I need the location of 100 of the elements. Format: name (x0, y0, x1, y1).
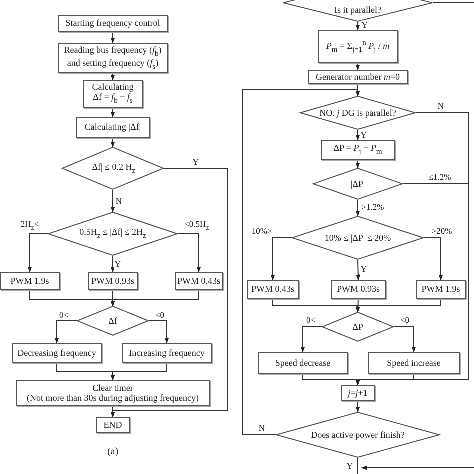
edge-label: N (258, 424, 266, 432)
arrow (110, 256, 116, 273)
step-text: PWM 0.93s (336, 284, 380, 295)
edge-label: >1.2% (360, 202, 386, 212)
process-box (58, 43, 168, 73)
arrow (110, 108, 116, 118)
arrow (394, 326, 416, 353)
step-text: j=j+1 (348, 388, 368, 398)
edge-label: N (114, 196, 124, 206)
arrow (356, 400, 360, 413)
process-box (247, 280, 299, 299)
arrow (178, 234, 202, 273)
process-box (258, 352, 348, 374)
edge-label: ≤1.2% (428, 172, 452, 182)
process-box (83, 80, 143, 108)
condition-text: Δf (108, 316, 118, 326)
step-text: Calculating |Δf| (84, 122, 142, 133)
step-text: END (104, 420, 122, 430)
condition-text: 0.5H$_{z}$ ≤ |Δf| ≤ 2H$_{z}$ (80, 227, 146, 241)
edge-label: 2H$_{z}$< (20, 220, 40, 232)
step-text: Generator number m=0 (316, 72, 400, 82)
flow-line (432, 2, 474, 4)
process-box (16, 380, 210, 406)
step-text: Speed increase (387, 358, 441, 368)
arrow (356, 62, 360, 71)
process-box (331, 280, 386, 299)
step-text: PWM 1.9s (422, 284, 460, 295)
edge-label: <0 (399, 316, 411, 324)
step-text: Speed decrease (275, 358, 331, 368)
step-text: Starting frequency control (66, 18, 160, 29)
edge-label: >20% (430, 226, 454, 236)
arrow (300, 326, 322, 353)
process-box (96, 417, 130, 433)
condition-text: |Δf| ≤ 0.2 H$_{z}$ (90, 162, 136, 176)
condition-text: |ΔP| (350, 178, 366, 190)
arrow (270, 238, 292, 281)
edge-label: <0 (154, 310, 166, 320)
step-text: PWM 0.43s (251, 284, 294, 295)
edge-label: Y (346, 462, 354, 470)
condition-text: Is it parallel? (334, 5, 382, 16)
arrow (110, 32, 116, 44)
step-text: Reading bus frequency (f$_{b}$) and setting frequency (f$_{s}$) (63, 44, 163, 72)
edge-label: N (436, 102, 446, 110)
caption: (a) (107, 446, 119, 458)
process-box (321, 140, 395, 160)
step-text: PWM 1.9s (10, 276, 50, 286)
condition-text: NO. j DG is parallel? (320, 108, 396, 118)
edge-label: Y (192, 158, 200, 166)
edge-label: Y (360, 130, 368, 140)
process-box (341, 385, 375, 401)
step-text: PWM 0.93s (91, 276, 134, 286)
arrow (28, 234, 48, 273)
arrow (356, 260, 361, 281)
arrow (356, 160, 360, 169)
process-box (318, 30, 398, 63)
process-box (76, 117, 150, 138)
process-box (122, 343, 212, 363)
process-box (58, 15, 168, 32)
process-box (88, 272, 138, 290)
step-text: (Not more than 30s during adjusting frequency) (27, 393, 199, 404)
step-text: Clear timer (92, 382, 134, 393)
edge-label: Y (360, 20, 370, 30)
edge-label: Y (114, 260, 122, 268)
step-text: Increasing frequency (129, 348, 205, 358)
arrow (356, 200, 360, 217)
arrow (110, 190, 116, 213)
arrow (356, 130, 360, 141)
arrow (110, 138, 116, 148)
arrow (148, 320, 170, 344)
arrow (110, 406, 116, 418)
step-text: PWM 0.43s (177, 276, 220, 286)
edge-label: 10%> (250, 226, 274, 236)
arrow (356, 298, 442, 313)
step-text: ΔP = P$_{j}$ − P̄$_{m}$ (334, 143, 382, 157)
process-box (0, 272, 60, 290)
arrow (242, 90, 360, 436)
process-box (416, 280, 466, 299)
flow-line (361, 466, 474, 470)
arrow (110, 72, 116, 81)
arrow (356, 374, 414, 386)
process-box (308, 70, 408, 84)
edge-label: 0< (305, 316, 317, 324)
edge-label: <0.5H$_{z}$ (184, 220, 210, 232)
step-text: Δf = f$_{b}$ − f$_{s}$ (93, 92, 133, 106)
step-text: Calculating (92, 82, 134, 92)
edge-label: Y (360, 264, 368, 274)
condition-text: ΔP (352, 322, 364, 332)
arrow (54, 320, 78, 344)
edge-label: 0< (58, 310, 70, 320)
arrow (110, 290, 200, 307)
process-box (368, 352, 460, 374)
step-text: Decreasing frequency (18, 348, 96, 358)
condition-text: 10% ≤ |ΔP| ≤ 20% (324, 232, 392, 244)
arrow (424, 238, 444, 281)
arrow (110, 362, 168, 381)
process-box (12, 343, 102, 363)
arrow (356, 22, 360, 31)
step-text: P̄$_{m}$ = Σ$_{j=1}$$^{n}$ P$_{j}$ / m (326, 38, 390, 54)
condition-text: Does active power finish? (311, 430, 405, 440)
process-box (175, 272, 223, 290)
